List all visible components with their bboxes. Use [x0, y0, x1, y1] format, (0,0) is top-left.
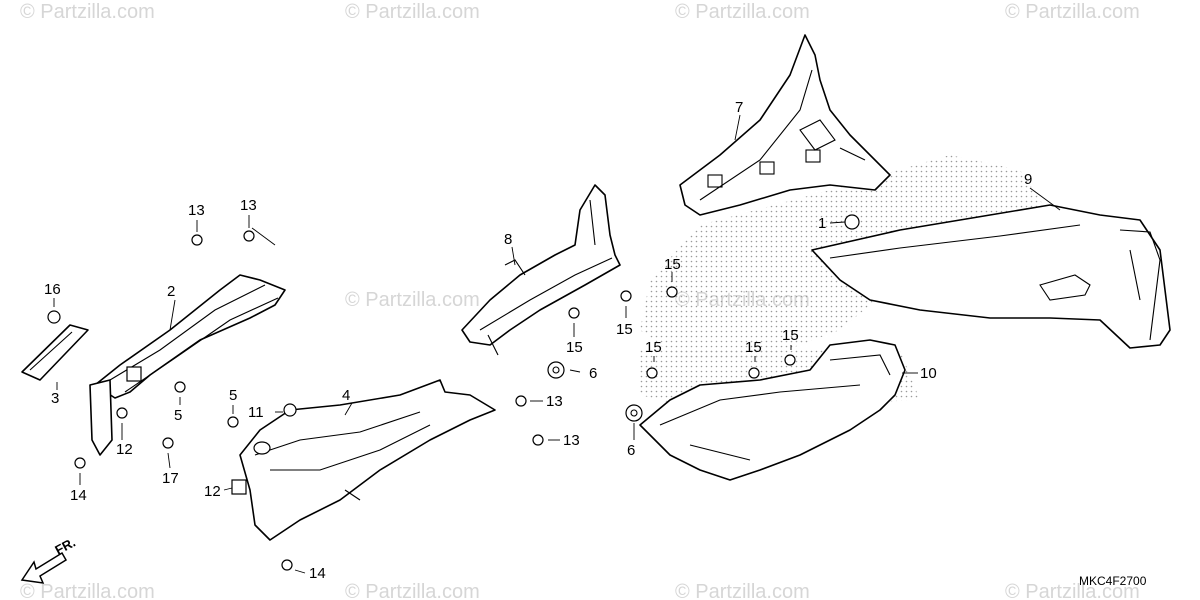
callout-6: 6	[589, 365, 597, 382]
callout-9: 9	[1024, 171, 1032, 188]
callout-1: 1	[818, 215, 826, 232]
watermark: © Partzilla.com	[20, 1, 155, 23]
callout-10: 10	[920, 365, 937, 382]
callout-15: 15	[782, 327, 799, 344]
callout-11: 11	[248, 404, 264, 421]
watermark: © Partzilla.com	[345, 1, 480, 23]
front-arrow-icon	[20, 551, 68, 584]
callout-15: 15	[566, 339, 583, 356]
callout-5: 5	[174, 407, 182, 424]
watermark: © Partzilla.com	[675, 581, 810, 600]
callout-labels: 7 9 1 8 10 4 2 3 6 6 15 15 15 15 15 15 1…	[44, 99, 1032, 582]
callout-4: 4	[342, 387, 350, 404]
callout-8: 8	[504, 231, 512, 248]
hardware-fasteners	[47, 214, 860, 571]
watermark: © Partzilla.com	[345, 289, 480, 311]
part-7-upper-cover	[679, 34, 891, 216]
watermark: © Partzilla.com	[1005, 581, 1140, 600]
watermark: © Partzilla.com	[345, 581, 480, 600]
callout-13: 13	[188, 202, 205, 219]
callout-17: 17	[162, 470, 179, 487]
leader-lines	[53, 114, 1061, 574]
callout-15: 15	[745, 339, 762, 356]
part-10-lower-cover	[639, 339, 906, 481]
callout-2: 2	[167, 283, 175, 300]
part-8-inner-bracket	[461, 184, 621, 356]
part-2-frame-rail	[89, 274, 286, 456]
callout-13: 13	[563, 432, 580, 449]
callout-15: 15	[645, 339, 662, 356]
callout-5: 5	[229, 387, 237, 404]
callout-13: 13	[546, 393, 563, 410]
front-label: FR.	[52, 535, 78, 558]
watermark: © Partzilla.com	[1005, 1, 1140, 23]
callout-12: 12	[204, 483, 221, 500]
callout-12: 12	[116, 441, 133, 458]
callout-3: 3	[51, 390, 59, 407]
part-4-lower-panel	[239, 379, 496, 541]
callout-16: 16	[44, 281, 61, 298]
callout-14: 14	[309, 565, 326, 582]
callout-14: 14	[70, 487, 87, 504]
callout-13: 13	[240, 197, 257, 214]
part-3-reflector	[21, 324, 89, 381]
callout-15: 15	[664, 256, 681, 273]
callout-6: 6	[627, 442, 635, 459]
watermark: © Partzilla.com	[675, 1, 810, 23]
watermark: © Partzilla.com	[20, 581, 155, 600]
part-9-side-cover	[811, 204, 1171, 349]
callout-7: 7	[735, 99, 743, 116]
diagram-code: MKC4F2700	[1079, 574, 1147, 588]
front-direction-indicator: FR.	[20, 535, 78, 584]
callout-15: 15	[616, 321, 633, 338]
